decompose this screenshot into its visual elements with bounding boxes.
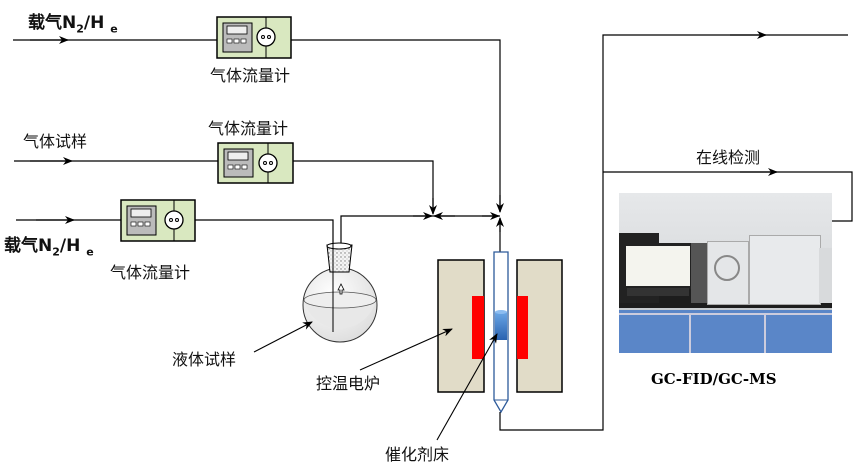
flowmeter-3 bbox=[120, 199, 196, 242]
online-detection-label: 在线检测 bbox=[696, 148, 761, 167]
liquid-sample-flask bbox=[302, 220, 378, 343]
catalyst-bed-label: 催化剂床 bbox=[385, 445, 450, 464]
gc-instrument-photo bbox=[619, 193, 832, 353]
carrier-gas-label-bottom: 载气N2/H e bbox=[4, 236, 94, 259]
carrier-gas-label-top: 载气N2/H e bbox=[28, 13, 118, 36]
pointer-arrows bbox=[253, 321, 498, 441]
catalyst-bed bbox=[495, 312, 507, 340]
flowmeter-label-2: 气体流量计 bbox=[208, 119, 289, 138]
liquid-sample-label: 液体试样 bbox=[172, 350, 237, 369]
furnace-label: 控温电炉 bbox=[316, 374, 381, 393]
gas-sample-label: 气体试样 bbox=[23, 132, 88, 151]
heater-left bbox=[472, 296, 484, 359]
instrument-label: GC-FID/GC-MS bbox=[651, 370, 777, 388]
flowmeter-label-1: 气体流量计 bbox=[210, 66, 291, 85]
flowmeter-1 bbox=[216, 16, 292, 59]
reactor-tube bbox=[493, 251, 509, 414]
heater-right bbox=[517, 296, 528, 359]
temperature-controlled-furnace bbox=[437, 259, 563, 393]
flowmeter-label-3: 气体流量计 bbox=[110, 263, 191, 282]
flowmeter-2 bbox=[217, 142, 294, 184]
